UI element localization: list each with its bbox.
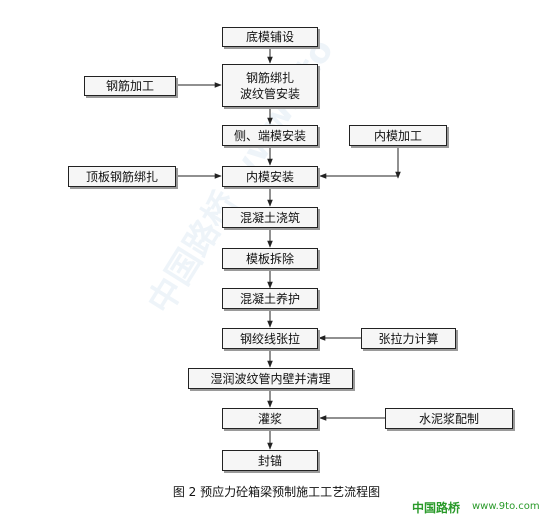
step-label-line2: 波纹管安装 [239, 86, 300, 101]
step-label: 湿润波纹管内壁并清理 [210, 371, 331, 386]
figure-caption: 图 2 预应力砼箱梁预制施工工艺流程图 [172, 485, 381, 499]
step-label: 侧、端模安装 [233, 128, 306, 143]
step-label: 混凝土浇筑 [239, 210, 300, 225]
step-anchor-sealing: 封锚 [222, 450, 318, 471]
input-rebar-processing: 钢筋加工 [84, 76, 176, 96]
step-label: 内模安装 [245, 169, 294, 184]
step-concrete-curing: 混凝土养护 [222, 288, 318, 309]
watermark-url: www.9to.com [472, 501, 540, 512]
step-label: 钢绞线张拉 [239, 331, 300, 346]
input-cement-slurry-prep: 水泥浆配制 [385, 408, 513, 429]
step-label-line1: 钢筋绑扎 [245, 70, 294, 85]
input-label: 水泥浆配制 [418, 411, 479, 426]
step-concrete-pouring: 混凝土浇筑 [222, 207, 318, 228]
step-label: 模板拆除 [245, 251, 294, 266]
step-strand-tensioning: 钢绞线张拉 [222, 328, 318, 349]
step-bottom-formwork: 底模铺设 [222, 27, 318, 47]
step-rebar-duct: 钢筋绑扎 波纹管安装 [222, 64, 318, 107]
input-label: 张拉力计算 [378, 331, 439, 346]
step-label: 封锚 [257, 453, 282, 468]
input-top-slab-rebar: 顶板钢筋绑扎 [68, 166, 176, 187]
step-duct-wetting-cleaning: 湿润波纹管内壁并清理 [188, 368, 353, 389]
step-inner-formwork: 内模安装 [222, 166, 318, 187]
step-side-end-formwork: 侧、端模安装 [222, 125, 318, 146]
step-grouting: 灌浆 [222, 408, 318, 429]
input-label: 内模加工 [373, 128, 422, 143]
watermark-logo: 中国路桥 [412, 501, 461, 515]
step-label: 底模铺设 [245, 30, 294, 44]
input-label: 顶板钢筋绑扎 [85, 169, 158, 184]
input-label: 钢筋加工 [105, 79, 154, 93]
step-label: 灌浆 [257, 411, 282, 426]
input-inner-form-processing: 内模加工 [349, 125, 447, 146]
step-formwork-removal: 模板拆除 [222, 248, 318, 269]
input-tension-calculation: 张拉力计算 [361, 328, 456, 349]
step-label: 混凝土养护 [239, 291, 300, 306]
